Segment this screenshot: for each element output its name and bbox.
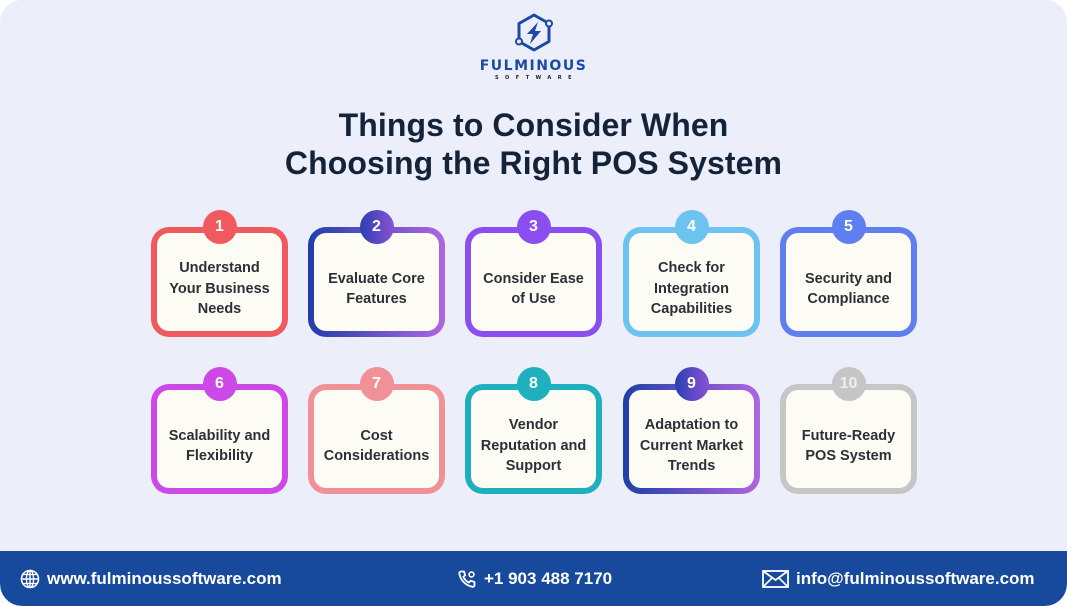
contact-footer: www.fulminoussoftware.com +1 903 488 717… <box>0 551 1067 606</box>
badge-9: 9 <box>674 367 709 401</box>
phone-link[interactable]: +1 903 488 7170 <box>457 551 612 606</box>
badge-2: 2 <box>359 210 394 244</box>
logo: FULMINOUS SOFTWARE <box>0 12 1067 81</box>
website-link[interactable]: www.fulminoussoftware.com <box>20 551 282 606</box>
badge-1: 1 <box>202 210 237 244</box>
email-link[interactable]: info@fulminoussoftware.com <box>762 551 1035 606</box>
globe-icon <box>20 569 40 588</box>
badge-3: 3 <box>516 210 551 244</box>
phone-text: +1 903 488 7170 <box>484 568 613 588</box>
title-line-1: Things to Consider When <box>338 107 729 143</box>
envelope-icon <box>762 569 789 588</box>
title-line-2: Choosing the Right POS System <box>284 145 783 181</box>
badge-10: 10 <box>831 367 866 401</box>
badge-6: 6 <box>202 367 237 401</box>
page-title: Things to Consider When Choosing the Rig… <box>0 106 1067 182</box>
hexagon-lightning-icon <box>514 13 553 52</box>
email-text: info@fulminoussoftware.com <box>796 568 1035 588</box>
phone-icon <box>458 570 476 588</box>
badge-5: 5 <box>831 210 866 244</box>
website-text: www.fulminoussoftware.com <box>47 568 282 588</box>
badge-7: 7 <box>359 367 394 401</box>
logo-subtext: SOFTWARE <box>494 75 579 81</box>
badge-8: 8 <box>516 367 551 401</box>
badge-4: 4 <box>674 210 709 244</box>
logo-wordmark: FULMINOUS <box>479 58 588 74</box>
